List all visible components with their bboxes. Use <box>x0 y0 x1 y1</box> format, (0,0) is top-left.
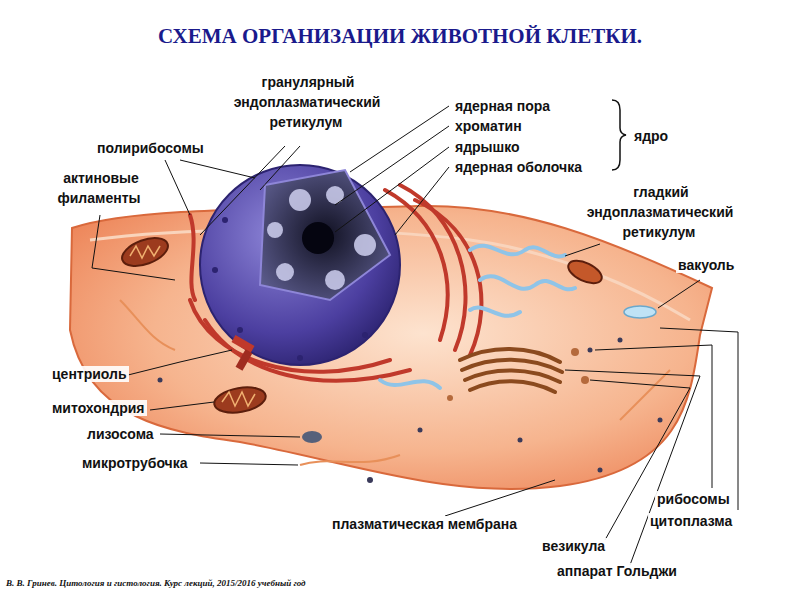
centriole <box>231 335 254 371</box>
leader-lines <box>92 106 738 565</box>
part-label: центриоль <box>50 364 129 384</box>
part-label: ядро <box>632 126 670 146</box>
source-caption: В. В. Гринев. Цитология и гистология. Ку… <box>6 578 306 588</box>
part-label: лизосома <box>85 424 156 444</box>
part-label: микротрубочка <box>80 453 190 473</box>
part-label: везикула <box>540 536 607 556</box>
smooth-er <box>380 246 575 388</box>
part-label: аппарат Гольджи <box>555 561 679 581</box>
part-label: актиновые филаменты <box>40 168 160 208</box>
nucleus <box>200 165 400 365</box>
part-label: ядерная оболочка <box>453 157 584 177</box>
part-label: рибосомы <box>655 489 732 509</box>
part-label: ядерная пора <box>453 96 552 116</box>
part-label: хроматин <box>453 116 524 136</box>
nucleolus <box>302 222 334 254</box>
part-label: гладкий эндоплазматический ретикулум <box>560 182 760 242</box>
nucleus-bracket <box>612 100 626 170</box>
part-label: вакуоль <box>676 255 736 275</box>
part-label: митохондрия <box>50 398 147 418</box>
part-label: цитоплазма <box>648 511 734 531</box>
vesicles <box>447 348 589 401</box>
microtubules <box>120 300 670 465</box>
part-label: ядрышко <box>453 137 522 157</box>
diagram-title: СХЕМА ОРГАНИЗАЦИИ ЖИВОТНОЙ КЛЕТКИ. <box>0 24 800 49</box>
mitochondria <box>118 233 605 417</box>
part-label: плазматическая мембрана <box>330 514 519 534</box>
nuclear-pores <box>212 217 368 361</box>
golgi <box>460 349 562 392</box>
lysosome <box>302 431 322 443</box>
nucleus-cutaway <box>260 170 390 300</box>
ribosomes <box>158 338 663 484</box>
part-label: гранулярный эндоплазматический ретикулум <box>207 72 407 132</box>
chromatin <box>267 186 376 290</box>
part-label: полирибосомы <box>95 138 206 158</box>
vacuole <box>624 306 656 318</box>
